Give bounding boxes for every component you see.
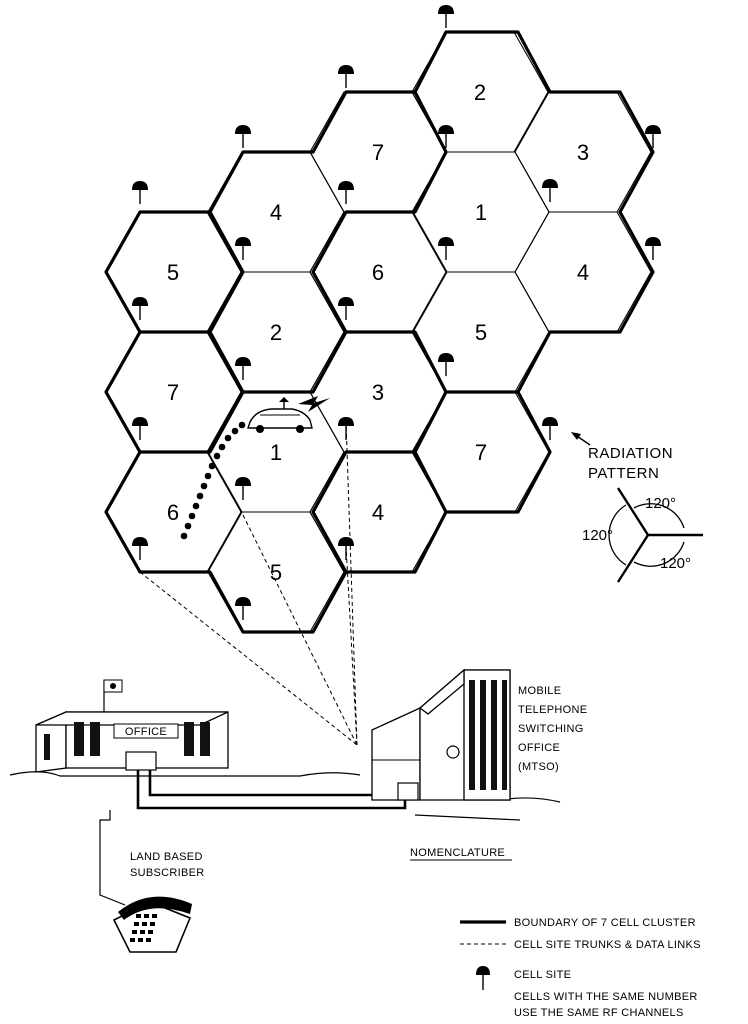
angle-label-3: 120° bbox=[660, 555, 691, 572]
trunk-lines bbox=[139, 419, 358, 746]
track-dot bbox=[196, 492, 204, 500]
mtso-building: MOBILE TELEPHONE SWITCHING OFFICE (MTSO) bbox=[371, 668, 587, 801]
nomenclature-heading: NOMENCLATURE bbox=[410, 847, 505, 859]
cell-number: 1 bbox=[475, 200, 487, 225]
cell-site-antenna-icon bbox=[645, 125, 661, 148]
cluster-boundary-left bbox=[104, 150, 348, 634]
cell-number: 5 bbox=[167, 260, 179, 285]
radiation-label-line-1: RADIATION bbox=[588, 445, 673, 462]
legend-trunks-label: CELL SITE TRUNKS & DATA LINKS bbox=[514, 939, 701, 951]
track-dot bbox=[184, 522, 192, 530]
legend-antenna-icon bbox=[476, 966, 490, 990]
car-icon bbox=[247, 397, 313, 433]
office-label: OFFICE bbox=[125, 726, 167, 738]
angle-label-1: 120° bbox=[645, 495, 676, 512]
cell-site-antenna-icon bbox=[542, 417, 558, 440]
angle-label-2: 120° bbox=[582, 527, 613, 544]
cell-number: 3 bbox=[372, 380, 384, 405]
cell-site-antenna-icon bbox=[132, 537, 148, 560]
telephone-icon bbox=[112, 896, 192, 953]
cell-number: 2 bbox=[474, 80, 486, 105]
cell-number: 4 bbox=[372, 500, 384, 525]
track-dot bbox=[213, 452, 221, 460]
track-dot bbox=[208, 462, 216, 470]
land-based-label-line-1: LAND BASED bbox=[130, 851, 203, 863]
cell-site-antenna-icon bbox=[338, 181, 354, 204]
legend-cell-site-label: CELL SITE bbox=[514, 969, 571, 981]
cell-site-antenna-icon bbox=[438, 125, 454, 148]
track-dot bbox=[218, 443, 226, 451]
cell-number: 2 bbox=[270, 320, 282, 345]
radiation-label-line-2: PATTERN bbox=[588, 465, 659, 482]
mtso-label-line-1: MOBILE bbox=[518, 685, 561, 697]
cell-numbers: 2 7 3 4 1 5 6 4 2 5 7 3 1 7 6 4 5 bbox=[167, 80, 589, 585]
track-dots bbox=[180, 421, 246, 540]
cell-number: 3 bbox=[577, 140, 589, 165]
legend-note-line-2: USE THE SAME RF CHANNELS bbox=[514, 1007, 684, 1019]
track-dot bbox=[192, 502, 200, 510]
mobile-unit-track bbox=[180, 396, 330, 540]
track-dot bbox=[188, 512, 196, 520]
mtso-label-line-3: SWITCHING bbox=[518, 723, 584, 735]
mtso-label-line-5: (MTSO) bbox=[518, 761, 559, 773]
land-based-label-line-2: SUBSCRIBER bbox=[130, 867, 205, 879]
cell-site-antenna-icon bbox=[542, 179, 558, 202]
cell-site-antenna-icon bbox=[235, 237, 251, 260]
cell-site-antenna-icon bbox=[338, 297, 354, 320]
track-dot bbox=[238, 421, 246, 429]
cell-site-antennas bbox=[132, 5, 661, 620]
cell-number: 6 bbox=[372, 260, 384, 285]
cell-site-antenna-icon bbox=[438, 353, 454, 376]
cell-site-antenna-icon bbox=[132, 181, 148, 204]
cell-site-antenna-icon bbox=[645, 237, 661, 260]
mtso-label-line-2: TELEPHONE bbox=[518, 704, 587, 716]
land-based-subscriber: LAND BASED SUBSCRIBER bbox=[112, 851, 205, 953]
cell-number: 6 bbox=[167, 500, 179, 525]
cell-site-antenna-icon bbox=[438, 5, 454, 28]
nomenclature: NOMENCLATURE bbox=[410, 847, 512, 861]
cluster-boundary-middle bbox=[138, 90, 552, 574]
office-building: OFFICE bbox=[35, 679, 229, 773]
mtso-label-line-4: OFFICE bbox=[518, 742, 560, 754]
track-dot bbox=[180, 532, 188, 540]
cell-site-antenna-icon bbox=[438, 237, 454, 260]
cell-site-antenna-icon bbox=[132, 297, 148, 320]
hexagon-grid: 2 7 3 4 1 5 6 4 2 5 7 3 1 7 6 4 5 bbox=[104, 30, 655, 634]
track-dot bbox=[200, 482, 208, 490]
cell-site-antenna-icon bbox=[235, 125, 251, 148]
track-dot bbox=[224, 434, 232, 442]
radiation-pattern: RADIATION PATTERN 120° 120° 120° bbox=[571, 432, 703, 583]
cell-site-antenna-icon bbox=[132, 417, 148, 440]
legend-boundary-label: BOUNDARY OF 7 CELL CLUSTER bbox=[514, 917, 696, 929]
cell-number: 7 bbox=[372, 140, 384, 165]
track-dot bbox=[204, 472, 212, 480]
cell-number: 5 bbox=[475, 320, 487, 345]
track-dot bbox=[231, 427, 239, 435]
legend-note-line-1: CELLS WITH THE SAME NUMBER bbox=[514, 991, 698, 1003]
cluster-boundaries bbox=[104, 30, 655, 634]
cell-site-antenna-icon bbox=[235, 477, 251, 500]
cell-number: 7 bbox=[475, 440, 487, 465]
cell-number: 4 bbox=[577, 260, 589, 285]
cell-site-antenna-icon bbox=[338, 65, 354, 88]
cell-site-antenna-icon bbox=[235, 597, 251, 620]
cell-number: 7 bbox=[167, 380, 179, 405]
cell-number: 1 bbox=[270, 440, 282, 465]
lightning-icon bbox=[298, 396, 330, 412]
cell-number: 4 bbox=[270, 200, 282, 225]
legend: BOUNDARY OF 7 CELL CLUSTER CELL SITE TRU… bbox=[460, 917, 701, 1019]
cell-number: 5 bbox=[270, 560, 282, 585]
cell-site-antenna-icon bbox=[235, 357, 251, 380]
